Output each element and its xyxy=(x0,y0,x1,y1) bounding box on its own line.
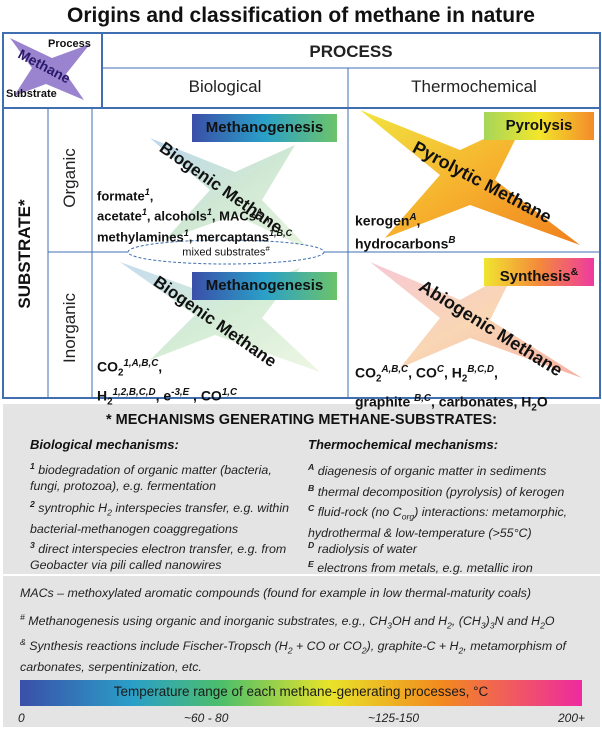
thermo-mechanism-a: A diagenesis of organic matter in sedime… xyxy=(308,462,547,479)
mechanisms-title: * MECHANISMS GENERATING METHANE-SUBSTRAT… xyxy=(106,412,497,428)
column-biological: Biological xyxy=(188,77,262,96)
substrates-thermo-inorganic: CO2A,B,C, COC, H2B,C,D,graphite B,C, car… xyxy=(355,364,548,414)
corner-process-label: Process xyxy=(48,38,91,50)
bio-mechanism-2: 2 syntrophic H2 interspecies transfer, e… xyxy=(30,499,289,536)
corner-star-shape xyxy=(10,38,90,100)
badge-methanogenesis-inorganic: Methanogenesis xyxy=(205,277,324,294)
tick-60-80: ~60 - 80 xyxy=(184,711,229,725)
badge-bg-synth xyxy=(484,258,594,286)
pyrolytic-star xyxy=(360,110,580,245)
bio-mechanism-3: 3 direct interspecies electron transfer,… xyxy=(30,540,287,573)
substrates-bio-inorganic: CO21,A,B,C,H21,2,B,C,D, e-3,E , CO1,C xyxy=(97,358,238,408)
thermo-mechanism-c: C fluid-rock (no Corg) interactions: met… xyxy=(308,503,568,540)
substrates-thermo-organic: kerogenA,hydrocarbonsB xyxy=(355,212,456,252)
thermo-mechanism-d: D radiolysis of water xyxy=(308,540,417,557)
substrate-header: SUBSTRATE* xyxy=(15,199,34,309)
row-organic: Organic xyxy=(60,148,79,208)
temperature-scale-bar xyxy=(20,680,582,706)
bio-mechanism-1: 1 biodegradation of organic matter (bact… xyxy=(30,461,272,494)
note-macs: MACs – methoxylated aromatic compounds (… xyxy=(20,586,531,600)
abiogenic-star xyxy=(370,262,582,378)
badge-synthesis: Synthesis& xyxy=(499,266,579,285)
note-synthesis: & Synthesis reactions include Fischer-Tr… xyxy=(20,637,566,674)
substrates-bio-organic: formate1,acetate1, alcohols1, MACsA ,met… xyxy=(97,187,293,244)
row-inorganic: Inorganic xyxy=(60,293,79,363)
tick-200-plus: 200+ xyxy=(558,711,586,725)
badge-bg-bio-inorg xyxy=(192,272,337,300)
bio-mechanisms-title: Biological mechanisms: xyxy=(30,437,179,452)
badge-pyrolysis: Pyrolysis xyxy=(505,117,573,134)
thermo-mechanism-b: B thermal decomposition (pyrolysis) of k… xyxy=(308,483,565,500)
mixed-substrates-label: mixed substrates# xyxy=(182,244,270,259)
badge-methanogenesis-organic: Methanogenesis xyxy=(205,119,324,136)
corner-substrate-label: Substrate xyxy=(6,88,57,100)
page-title: Origins and classification of methane in… xyxy=(67,4,535,27)
badge-bg-bio-org xyxy=(192,114,337,142)
thermo-mechanisms-title: Thermochemical mechanisms: xyxy=(308,437,499,452)
bio-organic-star xyxy=(150,138,310,250)
tick-0: 0 xyxy=(18,711,25,725)
mixed-substrates-ellipse xyxy=(127,239,325,265)
mechanisms-box xyxy=(3,404,600,727)
column-thermochemical: Thermochemical xyxy=(411,77,537,96)
temperature-scale-label: Temperature range of each methane-genera… xyxy=(113,684,489,699)
tick-125-150: ~125-150 xyxy=(368,711,420,725)
thermo-mechanism-e: E electrons from metals, e.g. metallic i… xyxy=(308,559,533,576)
note-mixed-substrates: # Methanogenesis using organic and inorg… xyxy=(20,612,555,631)
process-header: PROCESS xyxy=(309,42,393,61)
badge-bg-pyro xyxy=(484,112,594,140)
